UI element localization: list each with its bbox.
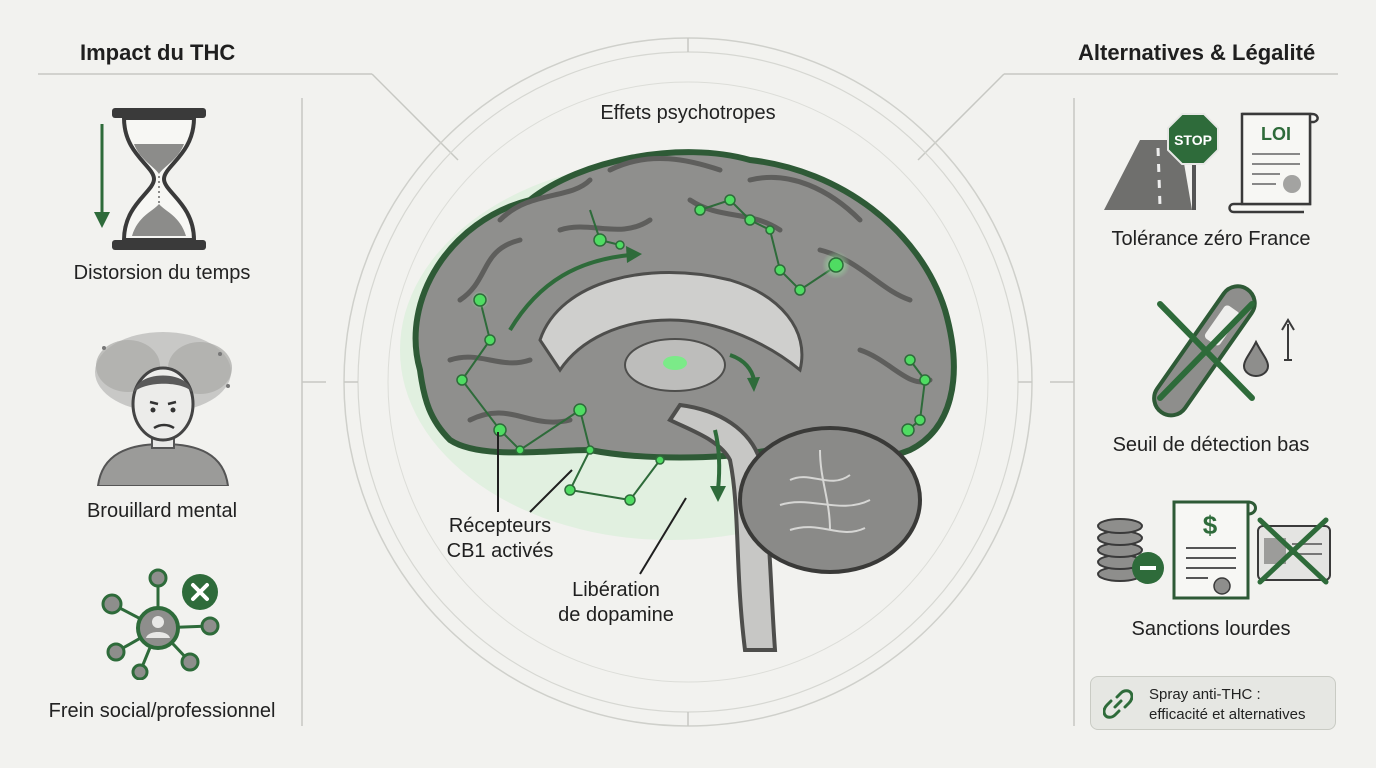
- center-top-label: Effets psychotropes: [600, 102, 776, 124]
- dopamine-label-line1: Libération: [572, 579, 660, 601]
- crossed-test-strip-icon: [1152, 284, 1295, 418]
- hourglass-icon: [94, 108, 206, 250]
- brain-illustration: [400, 149, 957, 652]
- receptors-label: Récepteurs CB1 activés: [430, 514, 570, 564]
- right-item-label-1: Tolérance zéro France: [1111, 228, 1311, 250]
- road-stop-law-icon: STOP LOI: [1104, 112, 1319, 214]
- left-panel-heading: Impact du THC: [80, 40, 236, 65]
- left-item-label-3: Frein social/professionnel: [48, 700, 276, 722]
- dopamine-label-line2: de dopamine: [558, 604, 674, 626]
- law-doc-text: LOI: [1261, 124, 1291, 144]
- stop-sign-text: STOP: [1174, 132, 1212, 148]
- right-item-label-3: Sanctions lourdes: [1131, 618, 1291, 640]
- spray-link-box[interactable]: Spray anti-THC : efficacité et alternati…: [1090, 676, 1336, 730]
- receptors-label-line2: CB1 activés: [446, 540, 554, 562]
- left-item-label-2: Brouillard mental: [86, 500, 238, 522]
- spray-link-text[interactable]: Spray anti-THC : efficacité et alternati…: [1149, 685, 1305, 725]
- spray-link-line1: Spray anti-THC :: [1149, 686, 1261, 703]
- social-network-blocked-icon: [101, 568, 220, 680]
- spray-link-line2: efficacité et alternatives: [1149, 706, 1306, 723]
- dopamine-label: Libération de dopamine: [546, 578, 686, 628]
- right-item-label-2: Seuil de détection bas: [1112, 434, 1310, 456]
- left-item-label-1: Distorsion du temps: [73, 262, 251, 284]
- right-panel-heading: Alternatives & Légalité: [1078, 40, 1316, 65]
- fine-coins-license-icon: $: [1097, 500, 1331, 600]
- foggy-head-icon: [95, 332, 232, 486]
- currency-symbol: $: [1203, 510, 1218, 540]
- receptors-label-line1: Récepteurs: [448, 515, 552, 537]
- chain-link-icon: [1103, 689, 1133, 719]
